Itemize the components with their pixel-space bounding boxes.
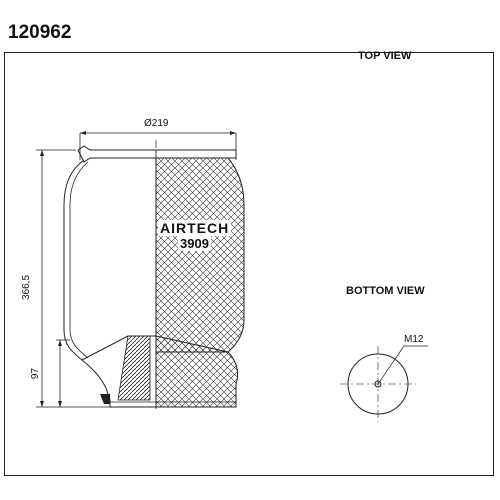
diameter-label: Ø219 [144, 118, 169, 129]
drawing-frame [4, 52, 494, 476]
model-label: 3909 [178, 236, 211, 251]
lower-height-label: 97 [30, 367, 42, 380]
thread-label: M12 [404, 334, 424, 345]
bottom-view-label: BOTTOM VIEW [346, 285, 425, 297]
lower-height-dimension [56, 339, 70, 407]
top-view-label: TOP VIEW [358, 50, 412, 62]
diameter-dimension [79, 131, 237, 160]
piston [81, 335, 239, 408]
part-number: 120962 [8, 22, 72, 43]
bottom-view [340, 345, 428, 422]
bellows-right-half [155, 157, 245, 353]
height-dimension [36, 149, 110, 408]
height-label: 366,5 [21, 274, 33, 301]
brand-label: AIRTECH [158, 220, 232, 236]
bellows-left-half [63, 159, 89, 361]
